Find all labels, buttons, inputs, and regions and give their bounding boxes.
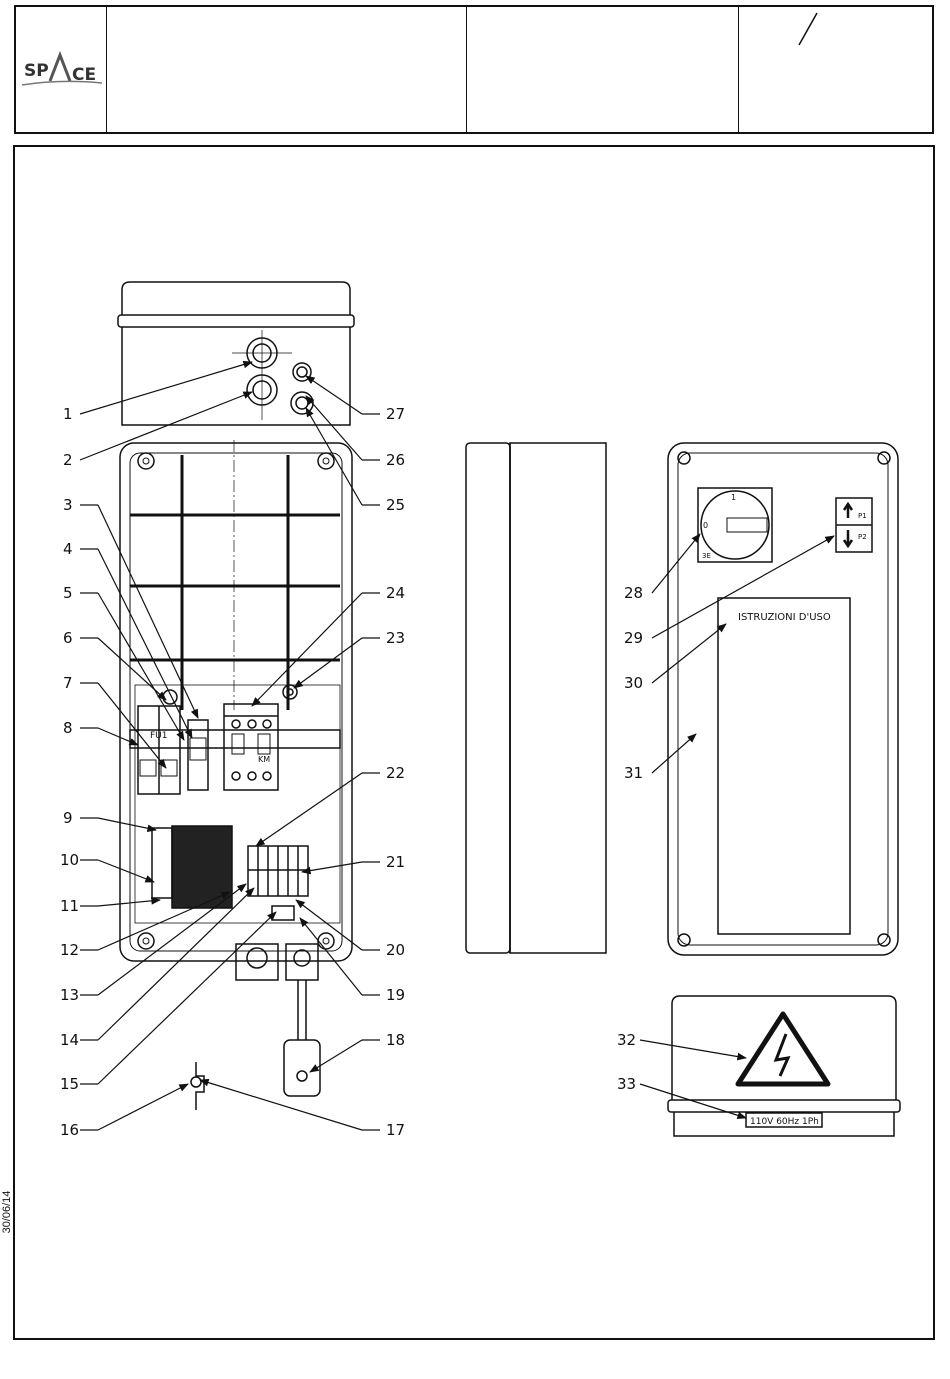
callout-24: 24	[386, 584, 405, 602]
callout-32: 32	[617, 1031, 636, 1049]
callout-27: 27	[386, 405, 405, 423]
callout-12: 12	[60, 941, 79, 959]
callout-25: 25	[386, 496, 405, 514]
switch-pos-0-label: 0	[703, 521, 708, 530]
voltage-label: 110V 60Hz 1Ph	[750, 1117, 819, 1127]
label-detail-view: 110V 60Hz 1Ph	[668, 996, 900, 1136]
callout-31: 31	[624, 764, 643, 782]
callout-18: 18	[386, 1031, 405, 1049]
callout-15: 15	[60, 1075, 79, 1093]
switch-pos-1-label: 1	[731, 493, 736, 502]
enclosure-top-view	[118, 282, 354, 425]
km-label: KM	[258, 755, 270, 764]
callout-10: 10	[60, 851, 79, 869]
callout-3: 3	[63, 496, 73, 514]
callout-2: 2	[63, 451, 73, 469]
callout-20: 20	[386, 941, 405, 959]
callout-14: 14	[60, 1031, 79, 1049]
callout-23: 23	[386, 629, 405, 647]
callout-28: 28	[624, 584, 643, 602]
callout-7: 7	[63, 674, 73, 692]
fu1-label: FU1	[150, 731, 168, 741]
callout-5: 5	[63, 584, 73, 602]
switch-bottom-label: 3E	[702, 552, 711, 560]
callout-13: 13	[60, 986, 79, 1004]
callout-29: 29	[624, 629, 643, 647]
callout-9: 9	[63, 809, 73, 827]
callout-leaders	[80, 362, 834, 1130]
callout-19: 19	[386, 986, 405, 1004]
callout-8: 8	[63, 719, 73, 737]
callout-33: 33	[617, 1075, 636, 1093]
callout-4: 4	[63, 540, 73, 558]
callout-1: 1	[63, 405, 73, 423]
enclosure-front-cover: 1 0 3E P1 P2 ISTRUZIONI D'USO	[668, 443, 898, 955]
enclosure-side-view	[466, 443, 606, 953]
enclosure-interior-view: FU1 KM	[120, 440, 352, 1110]
instructions-title: ISTRUZIONI D'USO	[738, 612, 831, 623]
p1-label: P1	[858, 512, 867, 520]
callout-22: 22	[386, 764, 405, 782]
callout-6: 6	[63, 629, 73, 647]
p2-label: P2	[858, 533, 867, 541]
callout-17: 17	[386, 1121, 405, 1139]
callout-11: 11	[60, 897, 79, 915]
callout-16: 16	[60, 1121, 79, 1139]
callout-21: 21	[386, 853, 405, 871]
callout-30: 30	[624, 674, 643, 692]
callout-26: 26	[386, 451, 405, 469]
